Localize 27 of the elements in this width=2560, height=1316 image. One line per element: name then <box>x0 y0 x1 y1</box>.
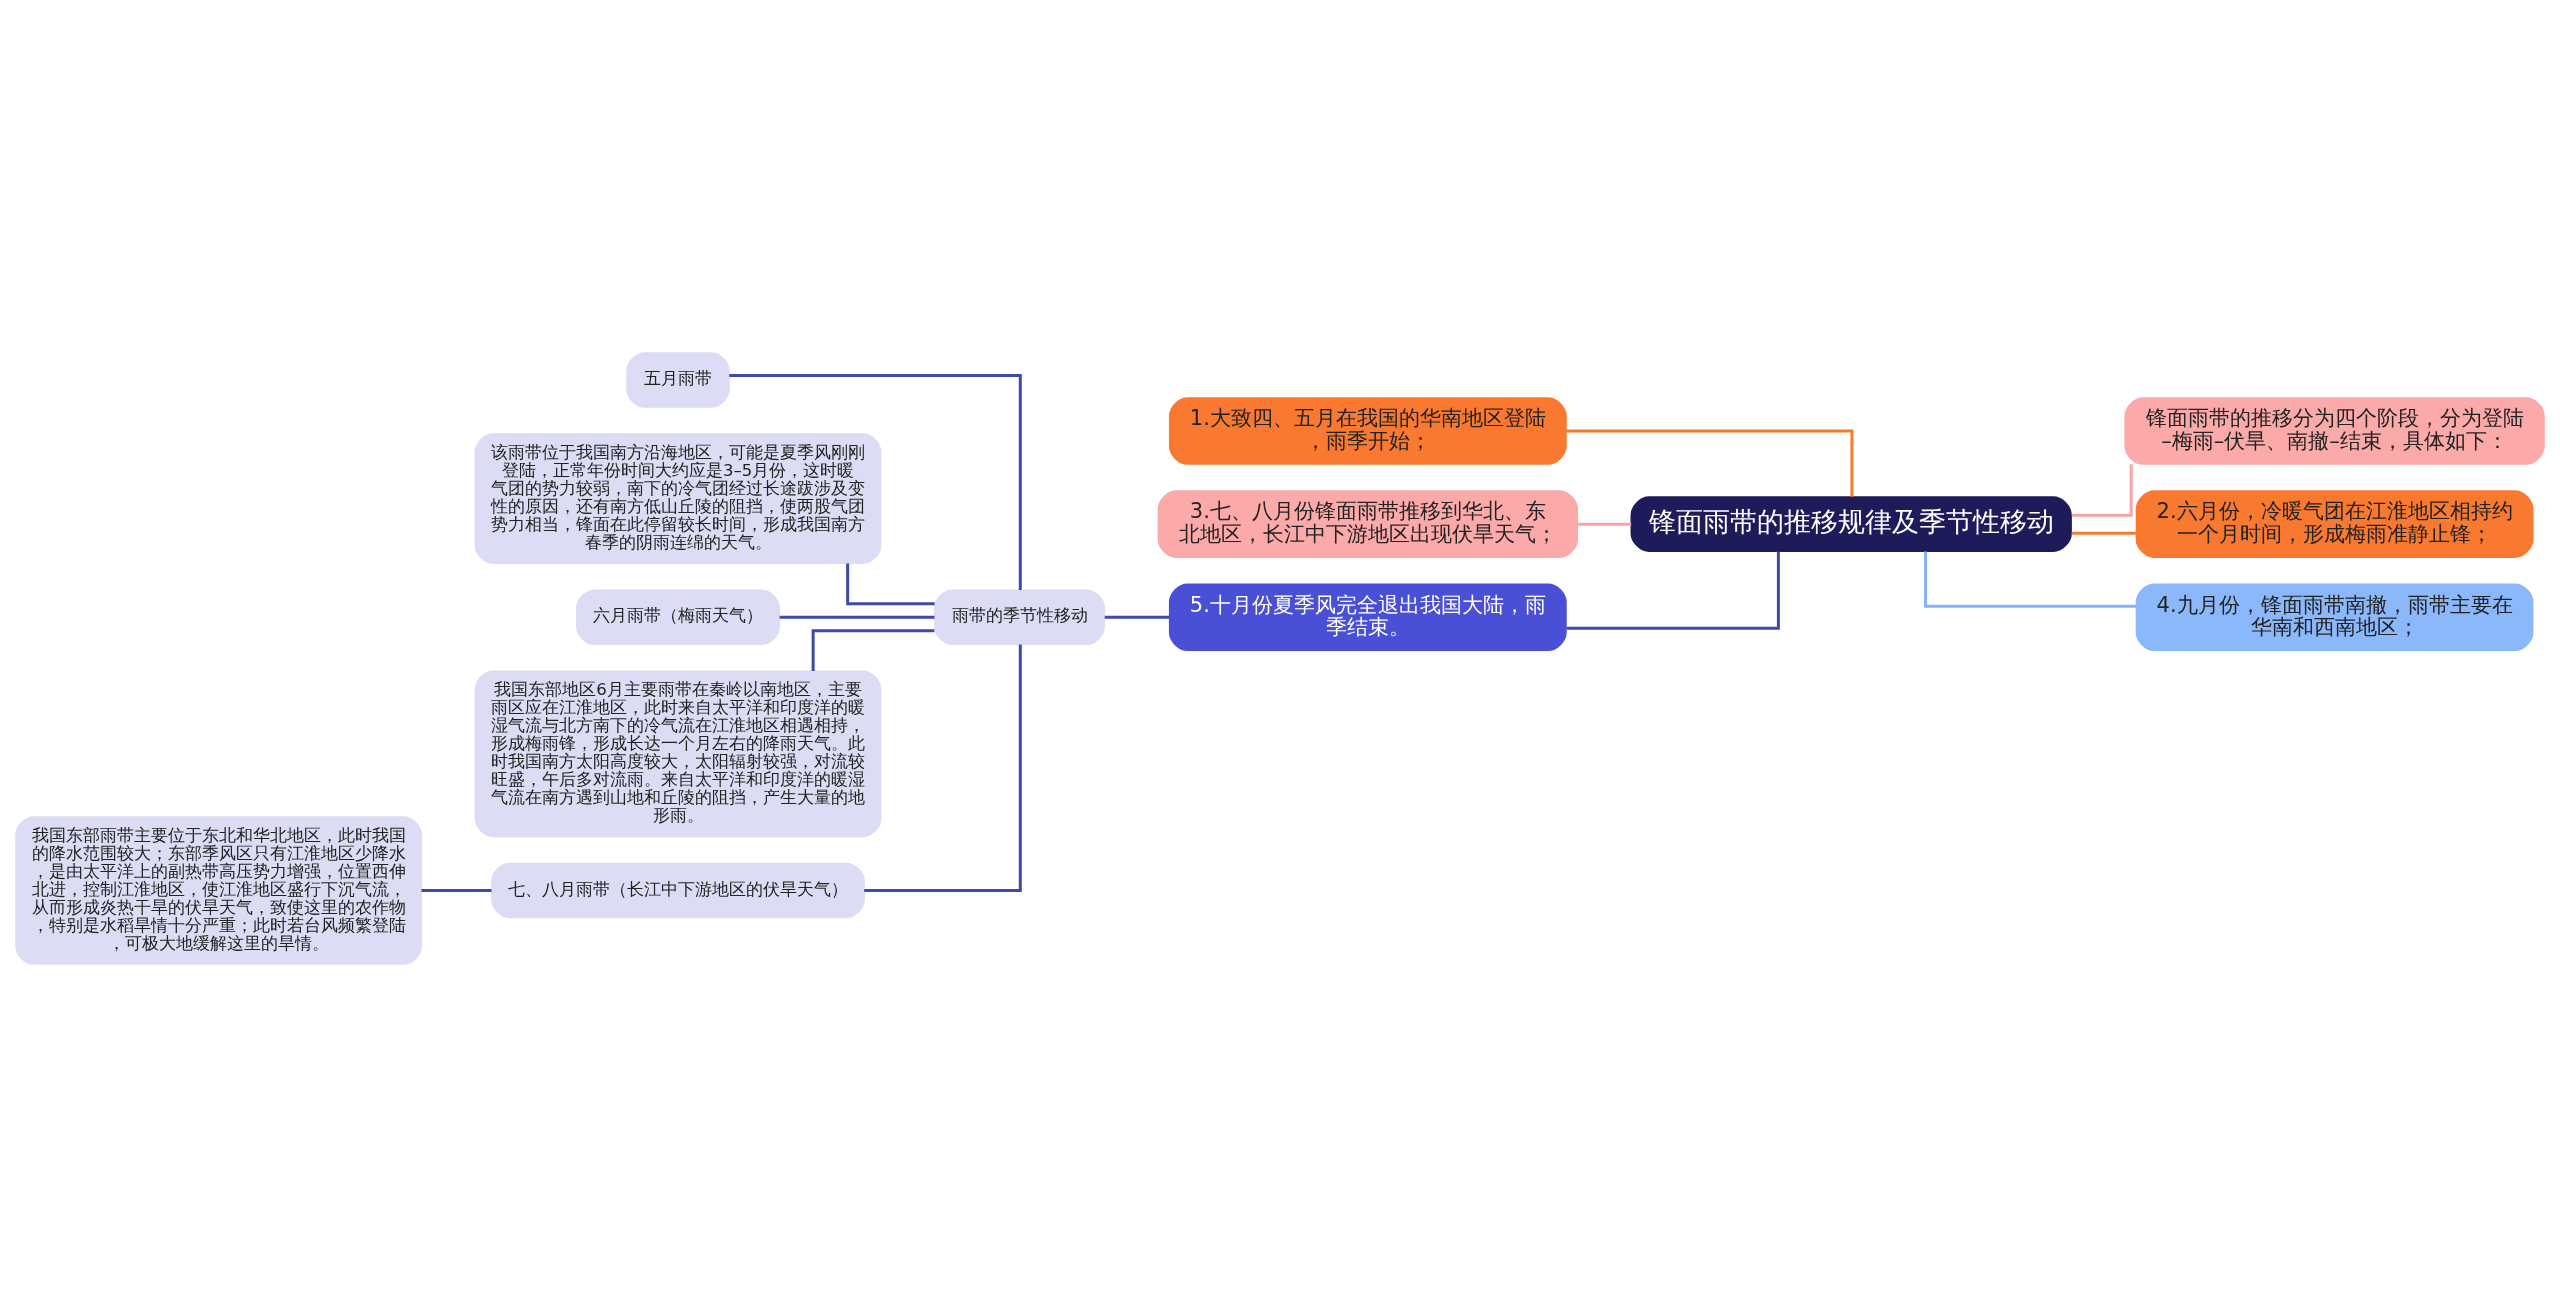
connector <box>779 615 935 619</box>
node-box: 该雨带位于我国南方沿海地区，可能是夏季风刚刚登陆，正常年份时间大约应是3–5月份，这时暖气团的势力较弱，南下的冷气团经过长途跋涉及变性的原因，还有南方低山丘陵的阻挡，使两股气团势力相当，锋面在此停留较长时间，形成我国南方春季的阴雨连绵的天气。 <box>474 432 882 564</box>
node-box: 我国东部雨带主要位于东北和华北地区，此时我国的降水范围较大；东部季风区只有江淮地区少降水，是由太平洋上的副热带高压势力增强，位置西伸北进，控制江淮地区，使江淮地区盛行下沉气流，从而形成炎热干旱的伏旱天气，致使这里的农作物，特别是水稻旱情十分严重；此时若台风频繁登陆，可极大地缓解这里的旱情。 <box>15 815 423 965</box>
node-box: 七、八月雨带（长江中下游地区的伏旱天气） <box>491 862 865 918</box>
node-box: 锋面雨带的推移分为四个阶段，分为登陆–梅雨–伏旱、南撤–结束，具体如下： <box>2124 396 2545 465</box>
connector <box>846 562 935 605</box>
connector <box>864 643 1022 892</box>
node-box: 六月雨带（梅雨天气） <box>575 588 781 645</box>
node-box: 2.六月份，冷暖气团在江淮地区相持约一个月时间，形成梅雨准静止锋； <box>2135 489 2534 558</box>
connector <box>1566 551 1780 630</box>
node-box: 我国东部地区6月主要雨带在秦岭以南地区，主要雨区应在江淮地区，此时来自太平洋和印度洋的暖湿气流与北方南下的冷气流在江淮地区相遇相持，形成梅雨锋，形成长达一个月左右的降雨天气。此时我国南方太阳高度较大，太阳辐射较强，对流较旺盛，午后多对流雨。来自太平洋和印度洋的暖湿气流在南方遇到山地和丘陵的阻挡，产生大量的地形雨。 <box>474 670 882 837</box>
connector <box>1924 550 2137 608</box>
node-box: 五月雨带 <box>626 351 730 408</box>
connector <box>2071 531 2136 535</box>
connector <box>1566 429 1854 497</box>
node-box: 雨带的季节性移动 <box>933 588 1106 645</box>
node-box: 1.大致四、五月在我国的华南地区登陆，雨季开始； <box>1168 396 1567 465</box>
connector <box>1577 522 1632 526</box>
connector <box>811 628 935 671</box>
connector <box>729 373 1022 590</box>
node-box: 5.十月份夏季风完全退出我国大陆，雨季结束。 <box>1168 582 1567 651</box>
node-box: 3.七、八月份锋面雨带推移到华北、东北地区，长江中下游地区出现伏旱天气； <box>1157 489 1578 558</box>
connector <box>1104 615 1170 619</box>
connector <box>2071 463 2133 517</box>
node-box: 锋面雨带的推移规律及季节性移动 <box>1630 495 2072 552</box>
node-box: 4.九月份，锋面雨带南撤，雨带主要在华南和西南地区； <box>2135 582 2534 651</box>
connector <box>421 888 492 892</box>
